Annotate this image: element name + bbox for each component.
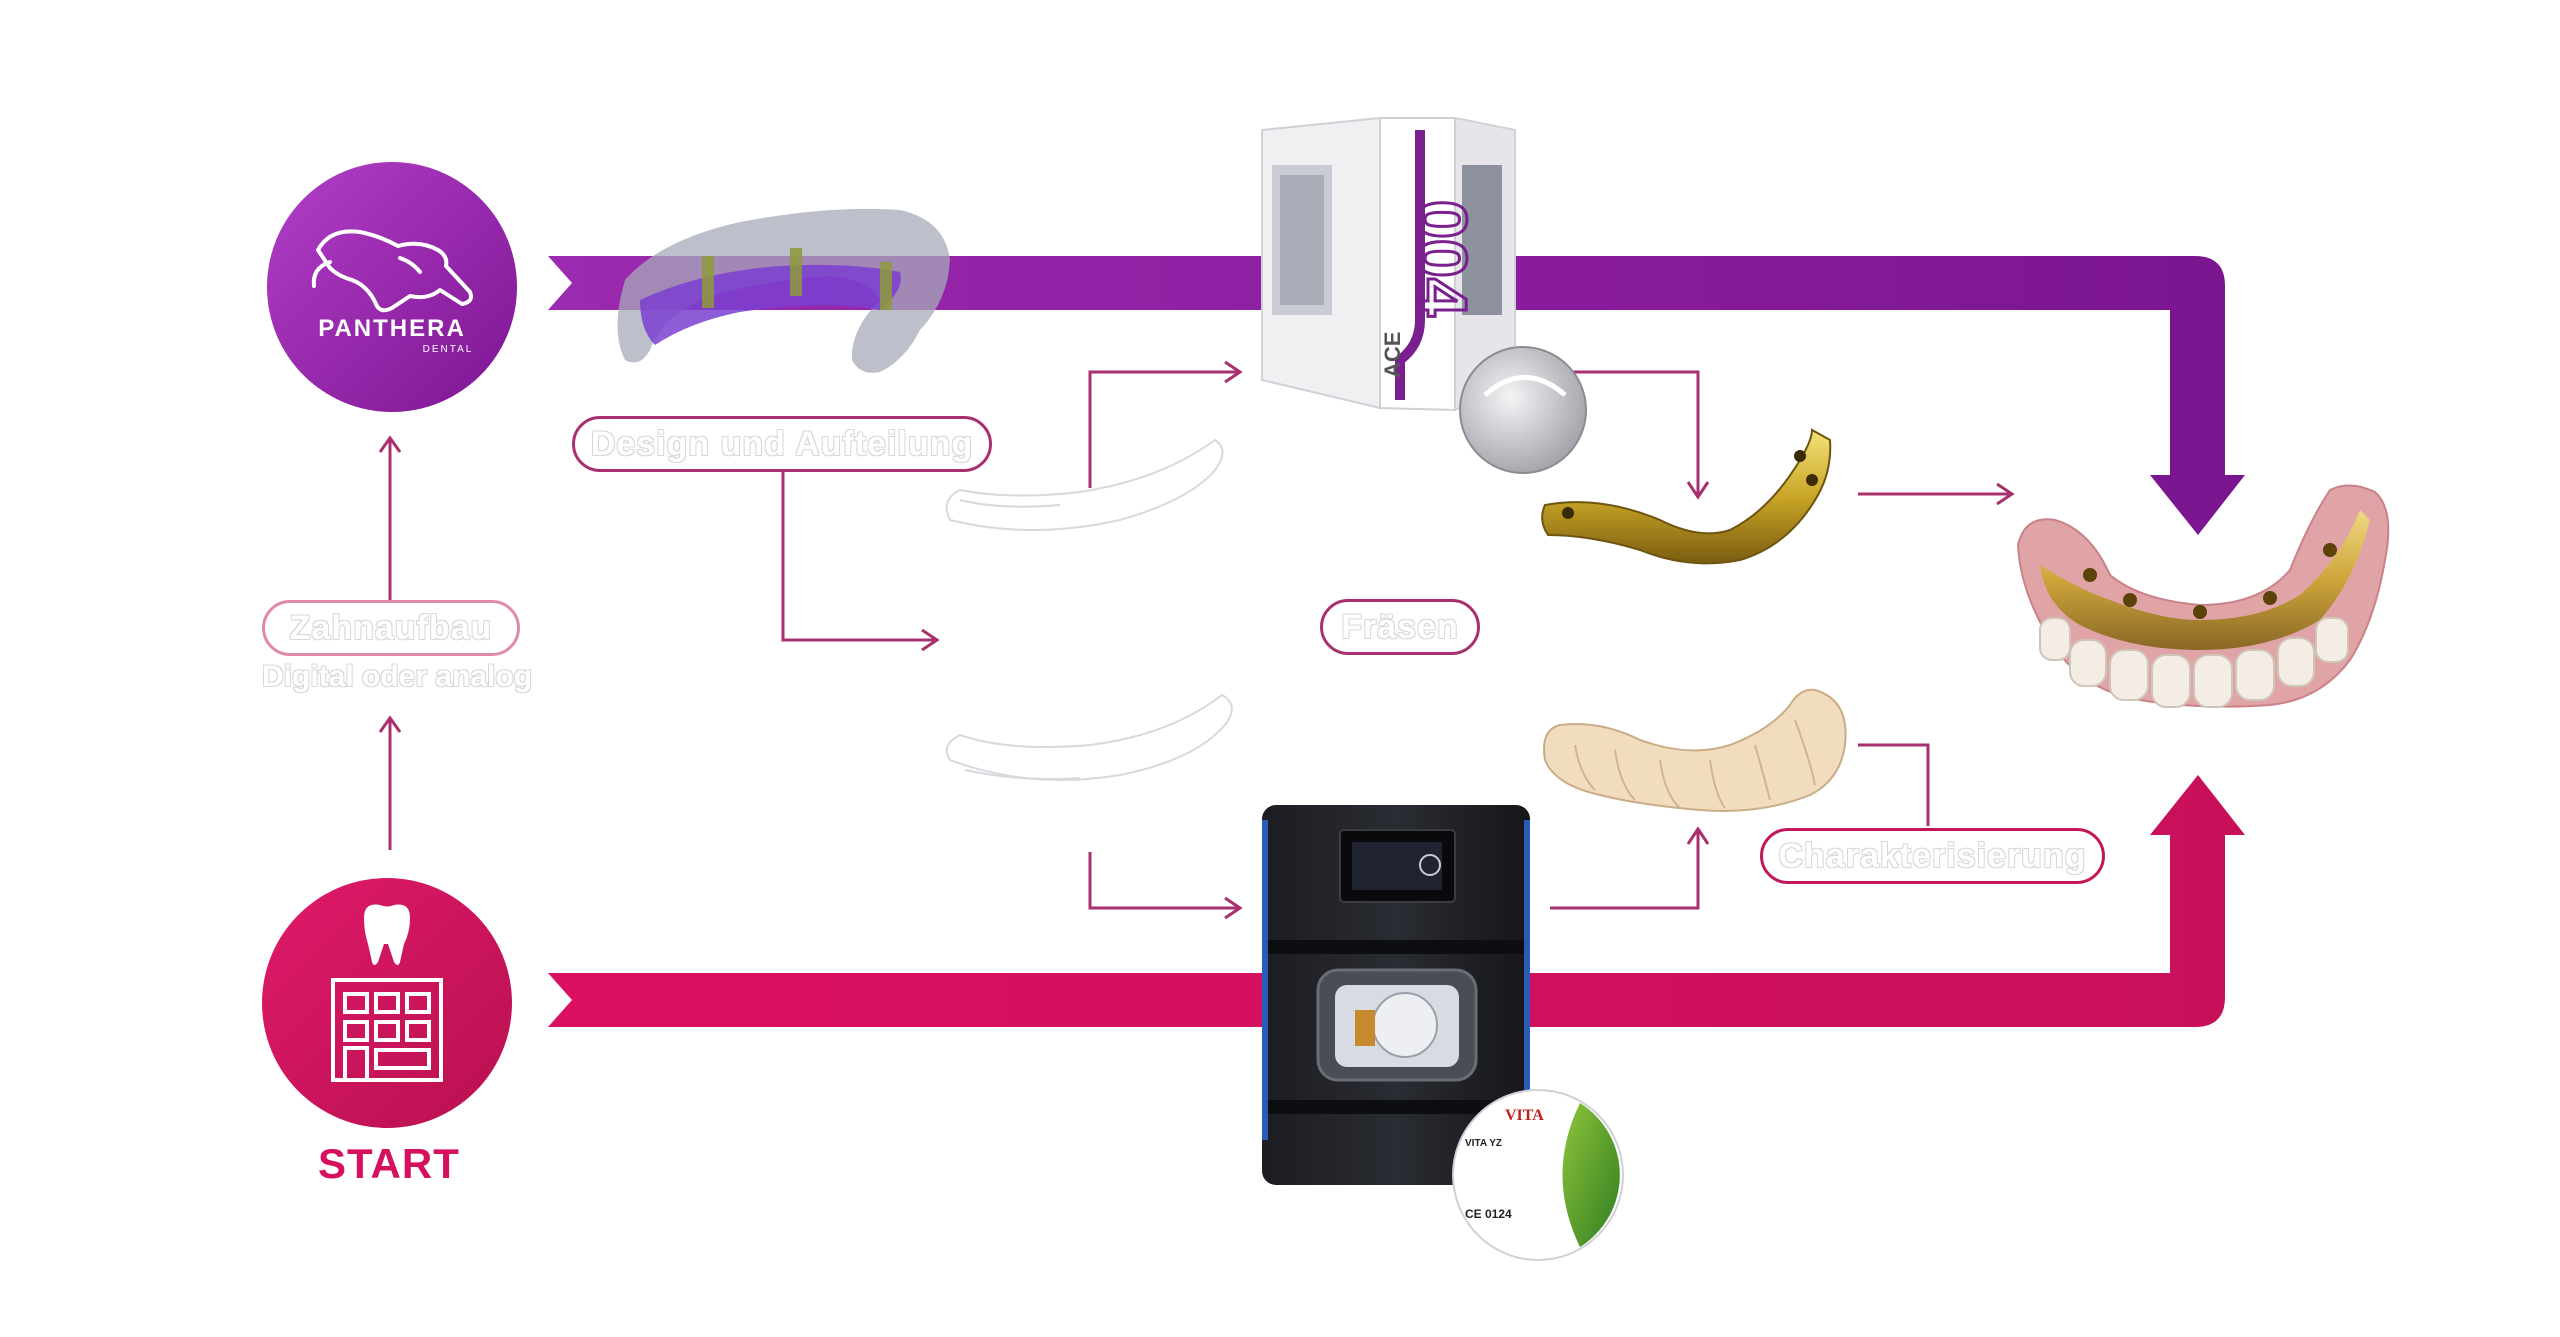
vita-brand-text: VITA: [1505, 1107, 1544, 1124]
start-circle: [262, 878, 512, 1128]
connector-mill-to-crown: [1550, 832, 1700, 910]
logo-brand-text: PANTHERA: [318, 315, 466, 342]
ace-model-text: 004: [1403, 200, 1481, 317]
label-fraesen: Fräsen: [1320, 599, 1480, 655]
gold-bar-framework: [1541, 428, 1832, 565]
label-charakterisierung: Charakterisierung: [1760, 828, 2105, 884]
label-design: Design und Aufteilung: [572, 416, 992, 472]
ace-brand-text: ACE: [1380, 332, 1405, 378]
ace-milling-machine: 004 ACE: [1261, 116, 1516, 412]
connector-design-out: [781, 470, 935, 642]
clinic-building-icon: [331, 978, 443, 1082]
vita-disc: VITA VITA YZ CE 0124: [1452, 1089, 1624, 1261]
tooth-icon: [364, 904, 410, 965]
digital-scan-model: [617, 208, 950, 373]
connector-to-mill: [1088, 852, 1238, 910]
connector-to-ace: [1088, 370, 1238, 488]
start-label: START: [318, 1140, 460, 1187]
vita-ce-text: CE 0124: [1465, 1207, 1512, 1221]
black-milling-machine: [1262, 805, 1530, 1185]
metal-disc: [1459, 346, 1587, 474]
connector-crown-to-char: [1858, 743, 1930, 826]
connector-lines: [378, 360, 2015, 920]
vita-product-text: VITA YZ: [1465, 1138, 1502, 1149]
final-denture: [2016, 484, 2390, 708]
label-zahnaufbau-sub: Digital oder analog: [262, 660, 533, 693]
panthera-logo: PANTHERA DENTAL: [267, 162, 517, 412]
faint-scan-sketches: [945, 438, 1233, 781]
logo-sub-text: DENTAL: [423, 344, 474, 355]
label-zahnaufbau: Zahnaufbau: [262, 600, 520, 656]
zirconia-crown-bridge: [1543, 688, 1847, 812]
connector-ace-to-bar: [1565, 370, 1700, 494]
panther-logo-icon: [311, 229, 473, 313]
